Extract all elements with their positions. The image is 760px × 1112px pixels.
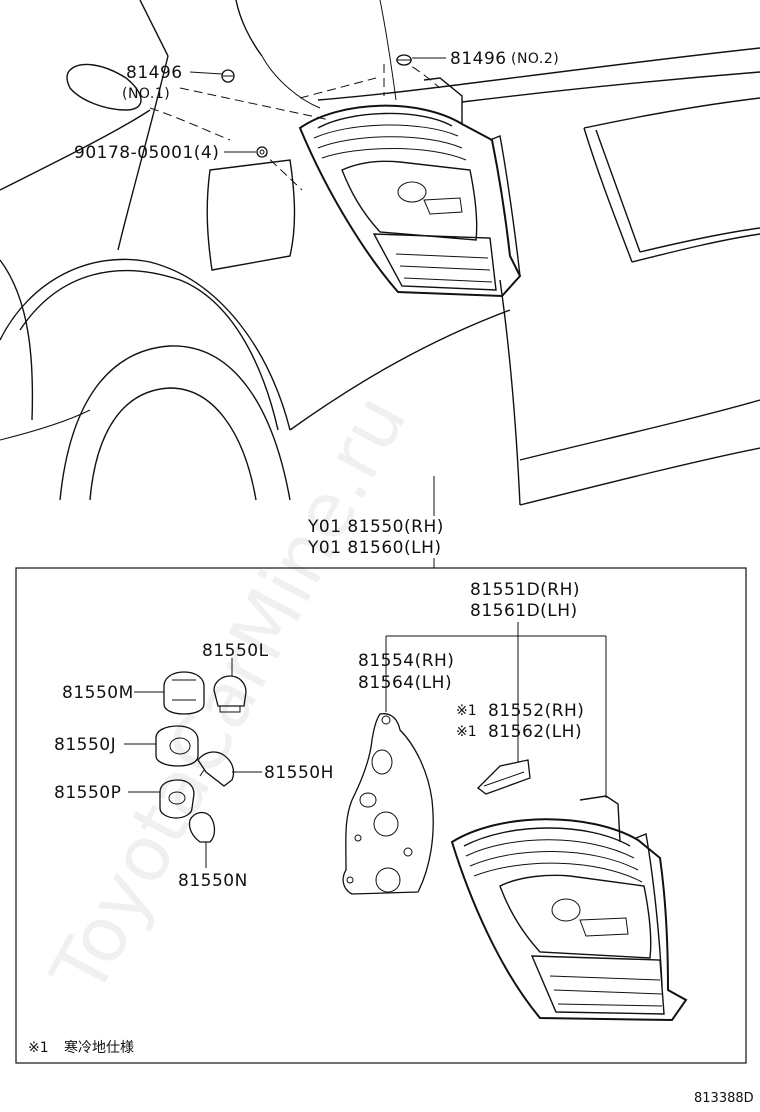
tail-lamp-lens <box>450 795 688 1022</box>
nut-90178 <box>256 146 268 158</box>
cover-81552 <box>477 759 531 795</box>
label-cover-rh: 81552(RH) <box>488 701 584 721</box>
bulb-81550l <box>213 675 247 713</box>
clip-81496-no2 <box>396 54 412 66</box>
label-bulb-l: 81550L <box>202 641 269 661</box>
label-socket-p: 81550P <box>54 783 121 803</box>
label-socket-m: 81550M <box>62 683 134 703</box>
note-text: 寒冷地仕様 <box>64 1039 134 1056</box>
label-cover-mark-rh: ※1 <box>456 703 477 719</box>
label-81496-no2-qual: (NO.2) <box>511 51 559 67</box>
label-bulb-n: 81550N <box>178 871 248 891</box>
socket-81550p <box>159 779 195 819</box>
label-81496-no1-qual: (NO.1) <box>122 86 170 102</box>
label-socket-j: 81550J <box>54 735 116 755</box>
leader-lens-bracket <box>385 622 607 798</box>
socket-81550m <box>163 671 205 715</box>
bulb-81550h <box>197 751 235 787</box>
socket-81550j <box>155 725 199 767</box>
clip-81496-no1 <box>221 69 235 83</box>
label-90178: 90178-05001(4) <box>74 143 219 163</box>
assembly-box <box>15 567 747 1064</box>
label-bulb-h: 81550H <box>264 763 334 783</box>
vehicle-rear-body <box>0 0 760 506</box>
label-gasket-rh: 81554(RH) <box>358 651 454 671</box>
leader-81496-no1 <box>189 71 223 75</box>
label-assembly-lh: Y01 81560(LH) <box>307 538 442 558</box>
label-cover-mark-lh: ※1 <box>456 724 477 740</box>
label-lens-lh: 81561D(LH) <box>470 601 578 621</box>
label-lens-rh: 81551D(RH) <box>470 580 580 600</box>
label-81496-no2-part: 81496 <box>450 49 507 69</box>
note-mark: ※1 <box>28 1040 49 1056</box>
bulb-81550n <box>188 811 216 843</box>
label-81496-no1-part: 81496 <box>126 63 183 83</box>
tail-lamp-installed <box>298 77 522 298</box>
label-assembly-rh: Y01 81550(RH) <box>307 517 444 537</box>
label-cover-lh: 81562(LH) <box>488 722 582 742</box>
label-gasket-lh: 81564(LH) <box>358 673 452 693</box>
gasket-81554 <box>342 713 434 895</box>
diagram-id: 813388D <box>694 1091 754 1106</box>
